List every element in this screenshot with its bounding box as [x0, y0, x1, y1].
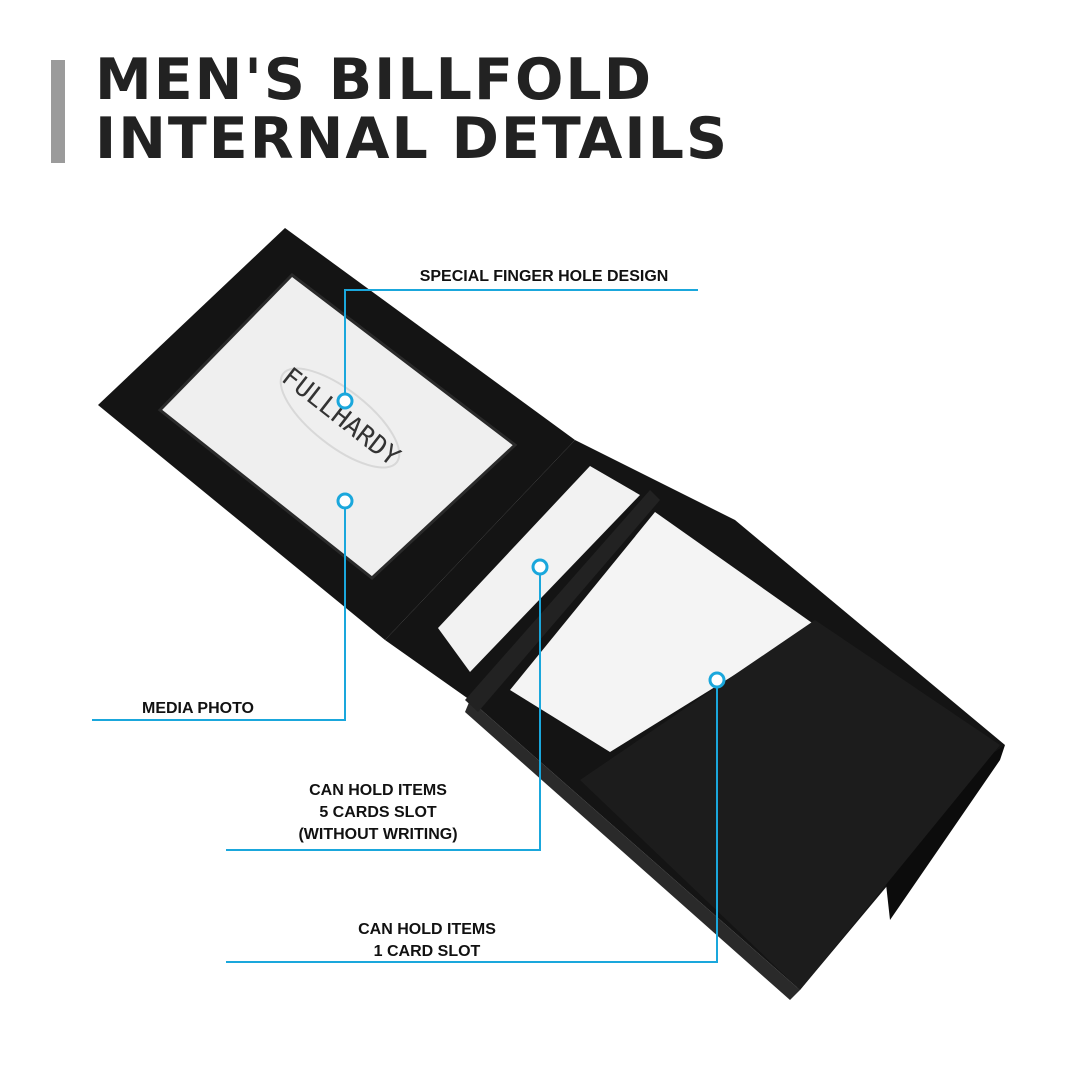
callout-line-1-card [226, 687, 718, 963]
pocket-rim [465, 490, 660, 712]
callout-line-5-cards [226, 574, 541, 851]
card-slot-front [510, 512, 815, 752]
callout-5-cards: CAN HOLD ITEMS 5 CARDS SLOT (WITHOUT WRI… [298, 782, 458, 843]
callout-finger-hole: SPECIAL FINGER HOLE DESIGN [419, 268, 669, 285]
callout-dot-icon [708, 671, 726, 689]
title-accent-bar [51, 60, 65, 163]
title-line-2: INTERNAL DETAILS [95, 106, 730, 172]
callout-line-finger-hole [344, 289, 698, 394]
callout-dot-icon [531, 558, 549, 576]
callout-line-media-photo [92, 508, 346, 721]
clip-edge [880, 745, 1005, 920]
brand-emboss [279, 367, 401, 469]
page-title: MEN'S BILLFOLD INTERNAL DETAILS [95, 52, 729, 168]
callout-media-photo: MEDIA PHOTO [141, 700, 255, 717]
callout-dot-icon [336, 392, 354, 410]
card-pocket [580, 620, 1000, 990]
title-line-1: MEN'S BILLFOLD [95, 47, 654, 113]
id-window [157, 273, 518, 580]
callout-dot-icon [336, 492, 354, 510]
callout-1-card: CAN HOLD ITEMS 1 CARD SLOT [358, 921, 496, 960]
